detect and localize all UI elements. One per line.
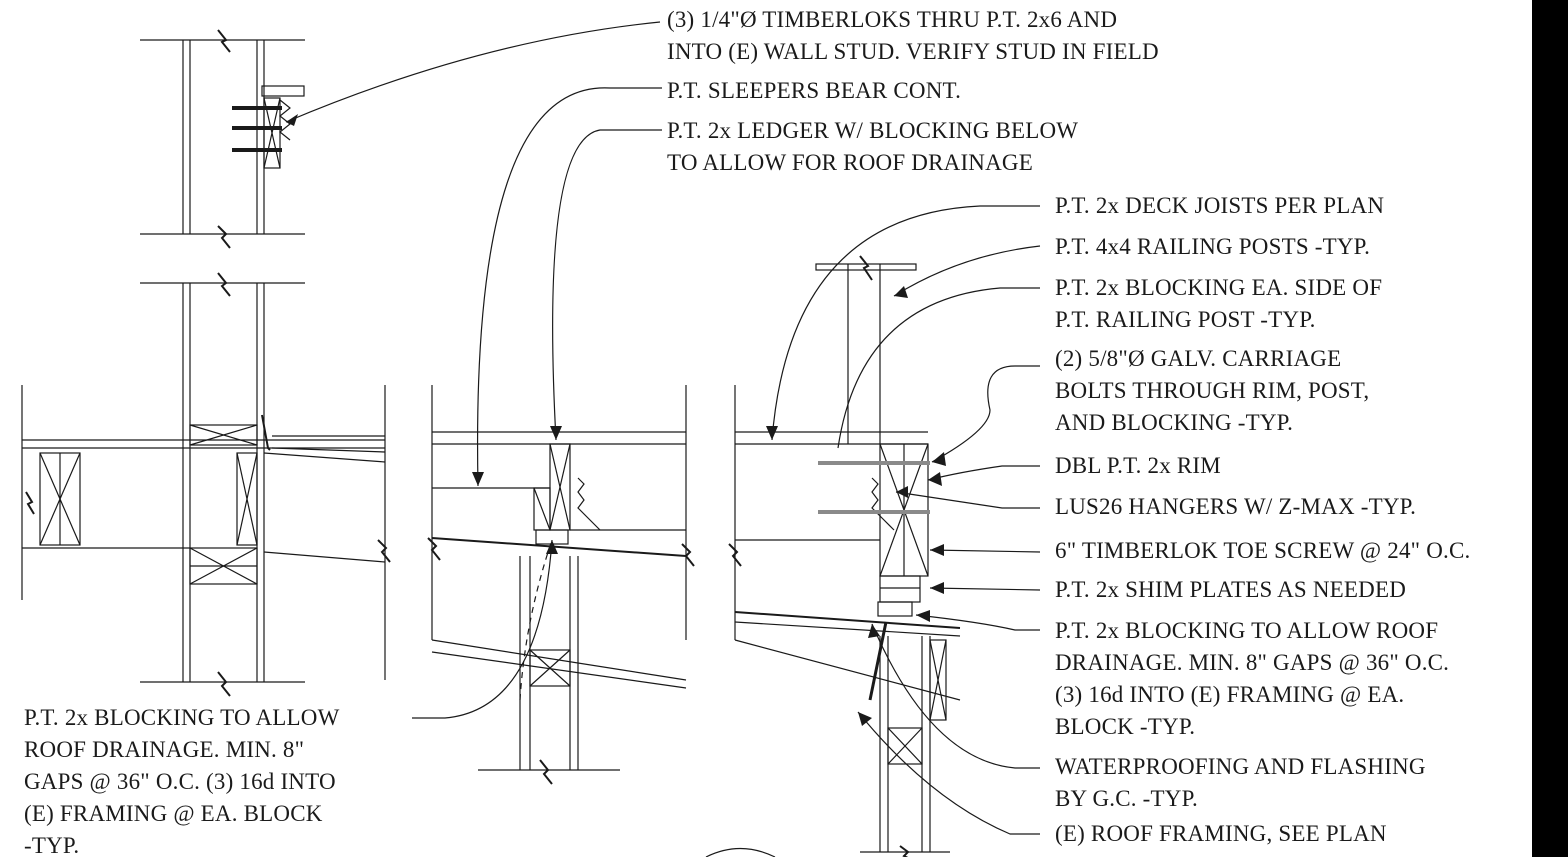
note-blocking-left: P.T. 2x BLOCKING TO ALLOW ROOF DRAINAGE.… bbox=[24, 705, 340, 858]
leader-blocking-left-dashed bbox=[519, 539, 553, 701]
middle-detail bbox=[431, 385, 687, 771]
leader-ledger bbox=[552, 129, 662, 441]
note-dbl-rim: DBL P.T. 2x RIM bbox=[1055, 453, 1221, 478]
note-ledger: P.T. 2x LEDGER W/ BLOCKING BELOW TO ALLO… bbox=[667, 118, 1079, 175]
note-shim-plates: P.T. 2x SHIM PLATES AS NEEDED bbox=[1055, 577, 1407, 602]
note-deck-joists: P.T. 2x DECK JOISTS PER PLAN bbox=[1055, 193, 1385, 218]
note-railing-posts: P.T. 4x4 RAILING POSTS -TYP. bbox=[1055, 234, 1371, 259]
note-hangers: LUS26 HANGERS W/ Z-MAX -TYP. bbox=[1055, 494, 1417, 519]
note-waterproofing: WATERPROOFING AND FLASHING BY G.C. -TYP. bbox=[1055, 754, 1426, 811]
leader-sleepers bbox=[476, 87, 662, 487]
leader-deck-joists bbox=[771, 205, 1040, 441]
leader-blocking-post bbox=[837, 287, 1040, 449]
note-toe-screw: 6" TIMBERLOK TOE SCREW @ 24" O.C. bbox=[1055, 538, 1471, 563]
leader-dbl-rim bbox=[927, 465, 1040, 481]
leader-toe-screw bbox=[929, 549, 1041, 553]
note-roof-framing: (E) ROOF FRAMING, SEE PLAN bbox=[1055, 821, 1387, 846]
note-blocking-post: P.T. 2x BLOCKING EA. SIDE OF P.T. RAILIN… bbox=[1055, 275, 1383, 332]
note-sleepers: P.T. SLEEPERS BEAR CONT. bbox=[667, 78, 962, 103]
carriage-bolts bbox=[818, 461, 930, 514]
leader-waterproofing bbox=[871, 623, 1040, 769]
note-blocking-right: P.T. 2x BLOCKING TO ALLOW ROOF DRAINAGE.… bbox=[1055, 618, 1450, 739]
note-carriage-bolts: (2) 5/8"Ø GALV. CARRIAGE BOLTS THROUGH R… bbox=[1055, 346, 1370, 435]
leader-carriage-bolts bbox=[931, 365, 1040, 463]
timberlok-screws bbox=[232, 106, 282, 152]
leader-blocking-right bbox=[915, 614, 1040, 631]
break-marks bbox=[25, 29, 910, 857]
leader-blocking-left bbox=[412, 539, 553, 719]
leader-timberloks bbox=[285, 21, 661, 123]
leader-railing-posts bbox=[893, 245, 1041, 297]
main-wall-section bbox=[21, 282, 386, 683]
leader-hangers bbox=[895, 491, 1040, 509]
upper-wall-detail bbox=[140, 39, 305, 235]
note-timberloks: (3) 1/4"Ø TIMBERLOKS THRU P.T. 2x6 AND I… bbox=[667, 7, 1159, 64]
leader-shim-plates bbox=[929, 587, 1041, 591]
leader-arrowheads bbox=[286, 114, 946, 726]
right-detail bbox=[705, 263, 961, 857]
leader-roof-framing bbox=[857, 711, 1040, 835]
sheet-border-bar bbox=[1532, 0, 1568, 857]
